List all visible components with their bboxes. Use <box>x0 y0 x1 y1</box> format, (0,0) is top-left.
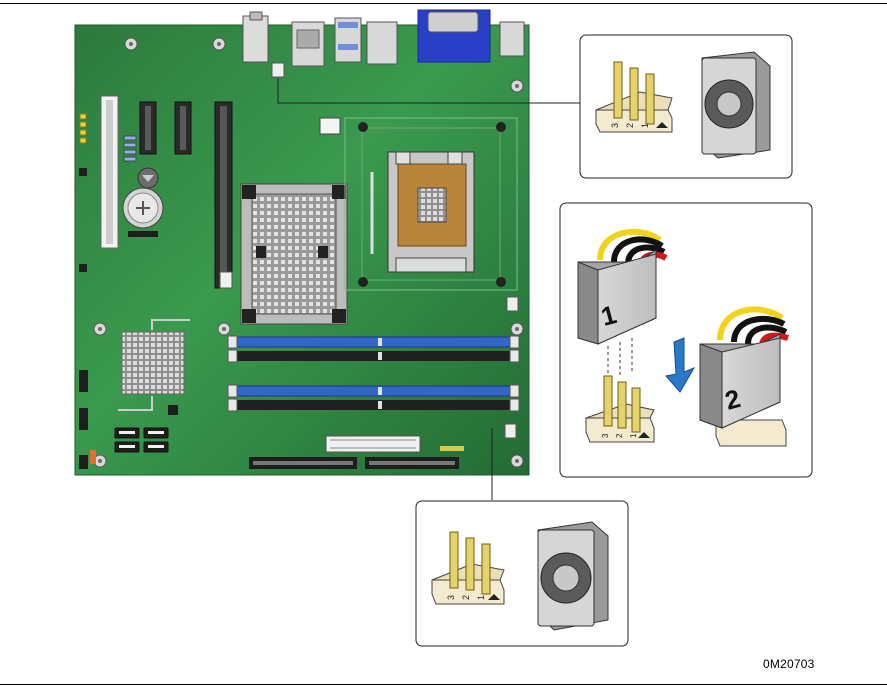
chipset-heatsink <box>241 184 347 324</box>
figure-id: 0M20703 <box>763 657 814 671</box>
atx12v-connector <box>320 118 340 134</box>
motherboard <box>75 10 529 475</box>
svg-text:3: 3 <box>601 433 610 438</box>
callout-cpu-fan: 1 3 2 1 2 <box>560 203 812 477</box>
main-power-connector <box>326 436 420 452</box>
svg-text:1: 1 <box>476 595 486 600</box>
rear-fan-header <box>272 63 284 77</box>
svg-text:1: 1 <box>640 123 650 128</box>
fan-icon <box>702 52 770 158</box>
fan-icon <box>538 522 608 630</box>
svg-text:3: 3 <box>610 123 620 128</box>
svg-text:2: 2 <box>461 595 471 600</box>
svg-text:3: 3 <box>446 595 456 600</box>
svg-text:2: 2 <box>615 433 624 438</box>
svg-text:2: 2 <box>625 123 635 128</box>
cpu-fan-header <box>507 297 518 311</box>
callout-system-fan: 3 2 1 <box>416 501 628 646</box>
pcie-x16-slot <box>215 102 232 288</box>
svg-text:1: 1 <box>629 433 638 438</box>
pci-slot <box>101 96 118 248</box>
system-fan-header <box>505 424 516 438</box>
callout-rear-fan: 3 2 1 <box>580 35 792 178</box>
ide-connectors <box>249 457 459 469</box>
